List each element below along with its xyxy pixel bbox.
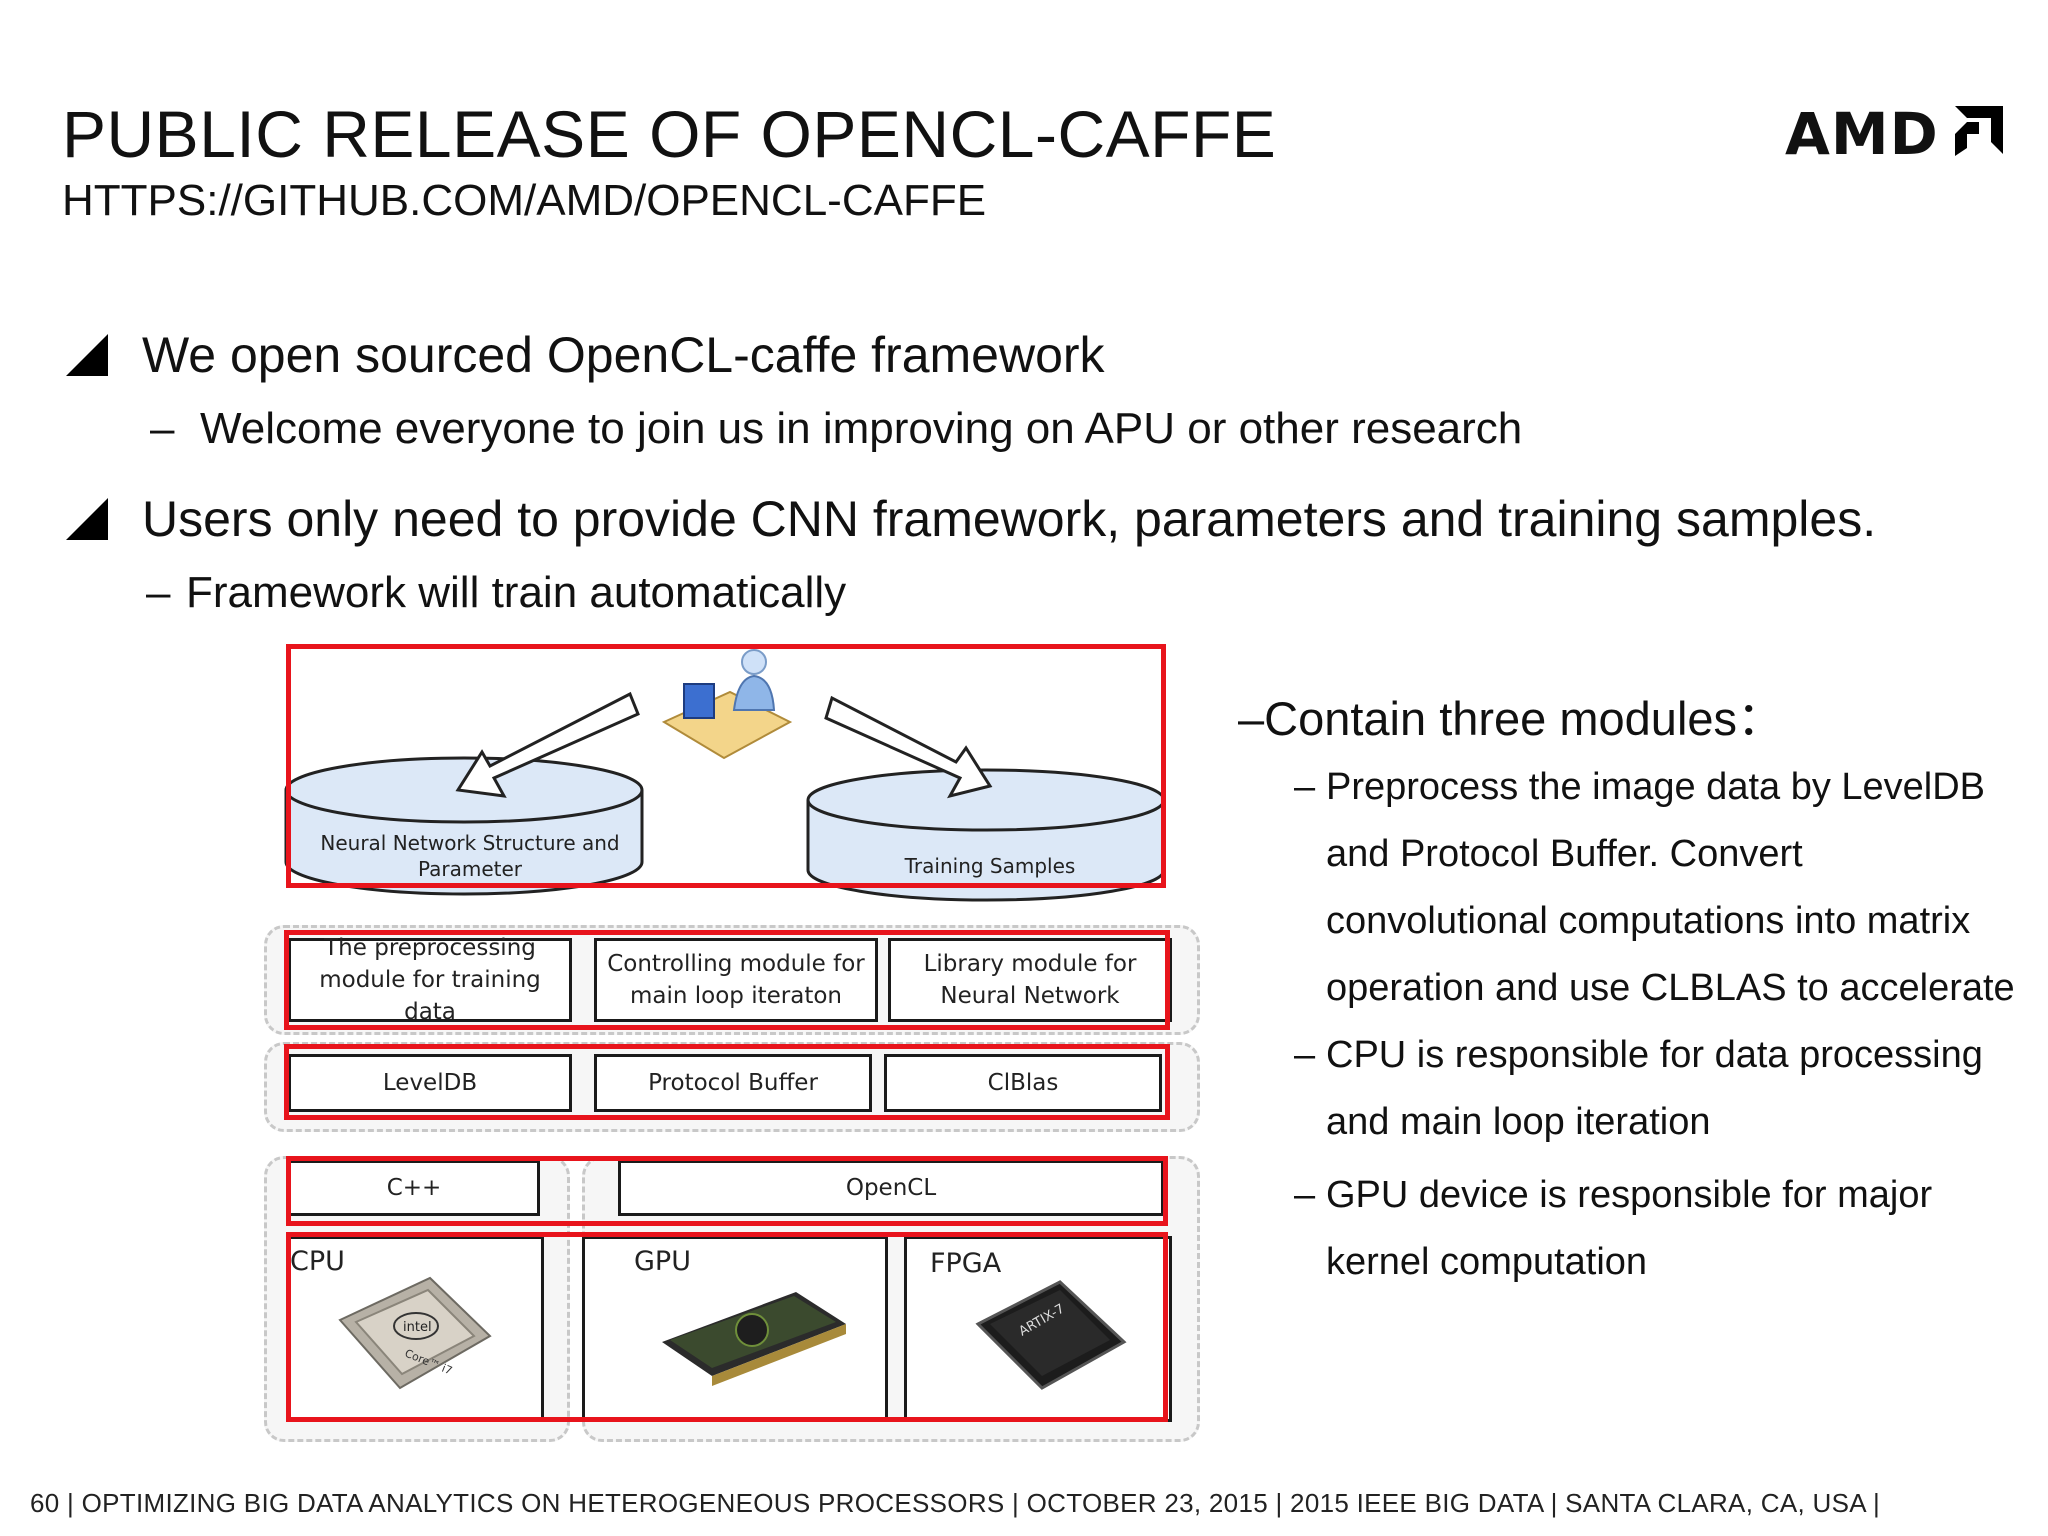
data-input-illustration <box>284 649 1166 902</box>
arrow-icon <box>455 691 640 798</box>
slide-footer: 60 | OPTIMIZING BIG DATA ANALYTICS ON HE… <box>30 1488 1881 1518</box>
module-description-3: – GPU device is responsible for major ke… <box>1294 1162 2048 1296</box>
db-label-network: Neural Network Structure and Parameter <box>320 830 620 882</box>
item-line: GPU device is responsible for major <box>1326 1174 1933 1216</box>
bullet-1-sub: Welcome everyone to join us in improving… <box>200 404 1523 453</box>
sub-dash: – <box>146 568 171 617</box>
lang-cpp: C++ <box>288 1160 540 1216</box>
db-label-line: Parameter <box>417 857 523 881</box>
item-dash: – <box>1294 766 1316 808</box>
highlight-frame <box>286 1156 1168 1226</box>
modules-heading: –Contain three modules： <box>1238 692 1785 745</box>
lang-opencl: OpenCL <box>618 1160 1164 1216</box>
chip-text: intel <box>403 1320 432 1335</box>
item-line: operation and use CLBLAS to accelerate <box>1326 967 2015 1009</box>
item-dash: – <box>1294 1034 1316 1076</box>
architecture-diagram: Neural Network Structure and Parameter T… <box>260 640 1200 1442</box>
slide-title: PUBLIC RELEASE OF OPENCL-CAFFE <box>62 97 1277 171</box>
user-at-desk-icon <box>661 649 793 760</box>
item-line: and main loop iteration <box>1326 1101 1711 1143</box>
device-fpga-label: FPGA <box>930 1248 1002 1279</box>
bullet-1: We open sourced OpenCL-caffe framework <box>142 327 1105 383</box>
logo-text: AMD <box>1785 100 1939 168</box>
fpga-chip-icon: ARTIX-7 <box>975 1280 1127 1390</box>
bullet-2-sub: Framework will train automatically <box>186 568 847 617</box>
item-line: convolutional computations into matrix <box>1326 900 1971 942</box>
item-line: Preprocess the image data by LevelDB <box>1326 766 1986 808</box>
module-description-2: – CPU is responsible for data processing… <box>1294 1022 2048 1156</box>
db-label-line: Neural Network Structure and <box>320 831 620 855</box>
lib-leveldb: LevelDB <box>288 1054 572 1112</box>
database-icon <box>806 768 1166 902</box>
amd-logo: AMD <box>1785 100 2005 168</box>
lib-protocol-buffer: Protocol Buffer <box>594 1054 872 1112</box>
item-line: kernel computation <box>1326 1241 1648 1283</box>
arrow-icon <box>824 695 993 799</box>
amd-logo-icon <box>1955 106 2003 156</box>
device-gpu-label: GPU <box>634 1246 691 1277</box>
item-line: CPU is responsible for data processing <box>1326 1034 1983 1076</box>
module-description-1: – Preprocess the image data by LevelDB a… <box>1294 754 2048 1022</box>
db-label-training: Training Samples <box>904 854 1076 878</box>
highlight-frame <box>286 1232 1168 1422</box>
cpu-chip-icon: intel Core™ i7 <box>338 1276 492 1390</box>
item-dash: – <box>1294 1174 1316 1216</box>
triangle-bullet-icon <box>66 334 108 376</box>
slide-subtitle-url: HTTPS://GITHUB.COM/AMD/OPENCL-CAFFE <box>62 176 987 225</box>
bullet-2: Users only need to provide CNN framework… <box>142 491 1877 547</box>
item-line: and Protocol Buffer. Convert <box>1326 833 1803 875</box>
gpu-card-icon <box>662 1292 846 1386</box>
highlight-frame <box>284 930 1170 1030</box>
highlight-frame <box>286 644 1166 888</box>
triangle-bullet-icon <box>66 498 108 540</box>
lib-clblas: ClBlas <box>884 1054 1162 1112</box>
device-cpu-label: CPU <box>290 1246 345 1277</box>
highlight-frame <box>284 1044 1170 1120</box>
sub-dash: – <box>150 404 175 453</box>
